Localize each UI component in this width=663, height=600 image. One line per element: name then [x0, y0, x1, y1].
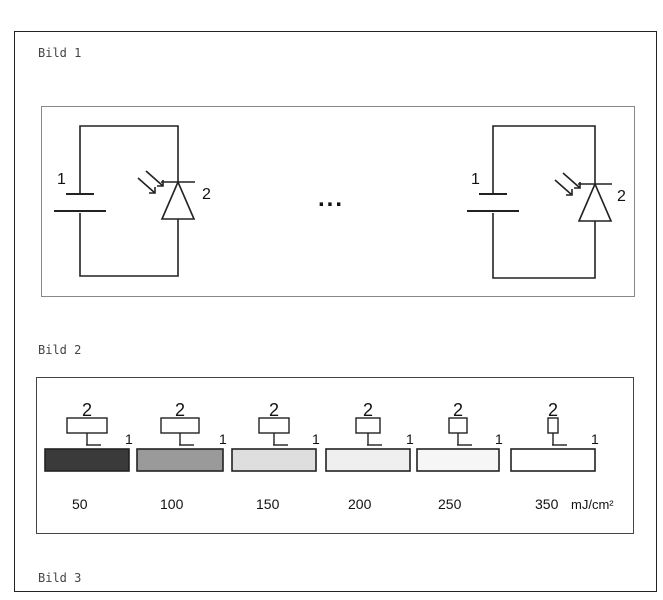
bild-1-panel: [41, 106, 635, 297]
left-light-arrowhead-2: [157, 180, 164, 187]
dose-value-6: 350: [535, 496, 559, 512]
part-label-6: 2: [548, 400, 558, 420]
plate-label-6: 1: [591, 431, 599, 447]
plate-4: [325, 448, 411, 472]
part-label-2: 2: [175, 400, 185, 420]
left-photodiode-label: 2: [202, 186, 211, 203]
left-photodiode-icon: [160, 179, 196, 220]
part-2: [160, 417, 200, 434]
dose-unit: mJ/cm²: [571, 497, 614, 512]
part-4: [355, 417, 381, 434]
right-light-arrow-2: [562, 172, 581, 189]
dose-value-5: 250: [438, 496, 462, 512]
right-photodiode-icon: [577, 181, 613, 222]
dose-value-2: 100: [160, 496, 184, 512]
left-light-arrowhead-1: [149, 187, 156, 194]
caption-bild-1: Bild 1: [38, 46, 82, 60]
caption-bild-2: Bild 2: [38, 343, 82, 357]
right-light-arrowhead-1: [566, 189, 573, 196]
ellipsis: ...: [318, 185, 344, 212]
plate-1: [44, 448, 130, 472]
right-photodiode-label: 2: [617, 188, 626, 205]
plate-label-5: 1: [495, 431, 503, 447]
right-circuit: [467, 125, 613, 279]
plate-label-4: 1: [406, 431, 414, 447]
plate-label-3: 1: [312, 431, 320, 447]
left-light-arrow-1: [137, 177, 156, 194]
right-battery-label: 1: [471, 171, 480, 188]
right-light-arrowhead-2: [574, 182, 581, 189]
left-light-arrow-2: [145, 170, 164, 187]
plate-6: [510, 448, 596, 472]
plate-label-1: 1: [125, 431, 133, 447]
part-label-4: 2: [363, 400, 373, 420]
caption-bild-3: Bild 3: [38, 571, 82, 585]
bild-2-panel: [36, 377, 634, 534]
part-6: [547, 417, 559, 434]
plate-label-2: 1: [219, 431, 227, 447]
dose-value-1: 50: [72, 496, 88, 512]
right-light-arrow-1: [554, 179, 573, 196]
part-5: [448, 417, 468, 434]
part-3: [258, 417, 290, 434]
part-label-3: 2: [269, 400, 279, 420]
left-battery-label: 1: [57, 171, 66, 188]
part-1: [66, 417, 108, 434]
part-label-1: 2: [82, 400, 92, 420]
part-label-5: 2: [453, 400, 463, 420]
dose-value-3: 150: [256, 496, 280, 512]
plate-2: [136, 448, 224, 472]
dose-value-4: 200: [348, 496, 372, 512]
plate-3: [231, 448, 317, 472]
figure-frame: [14, 31, 657, 592]
plate-5: [416, 448, 500, 472]
left-circuit: [54, 125, 196, 277]
